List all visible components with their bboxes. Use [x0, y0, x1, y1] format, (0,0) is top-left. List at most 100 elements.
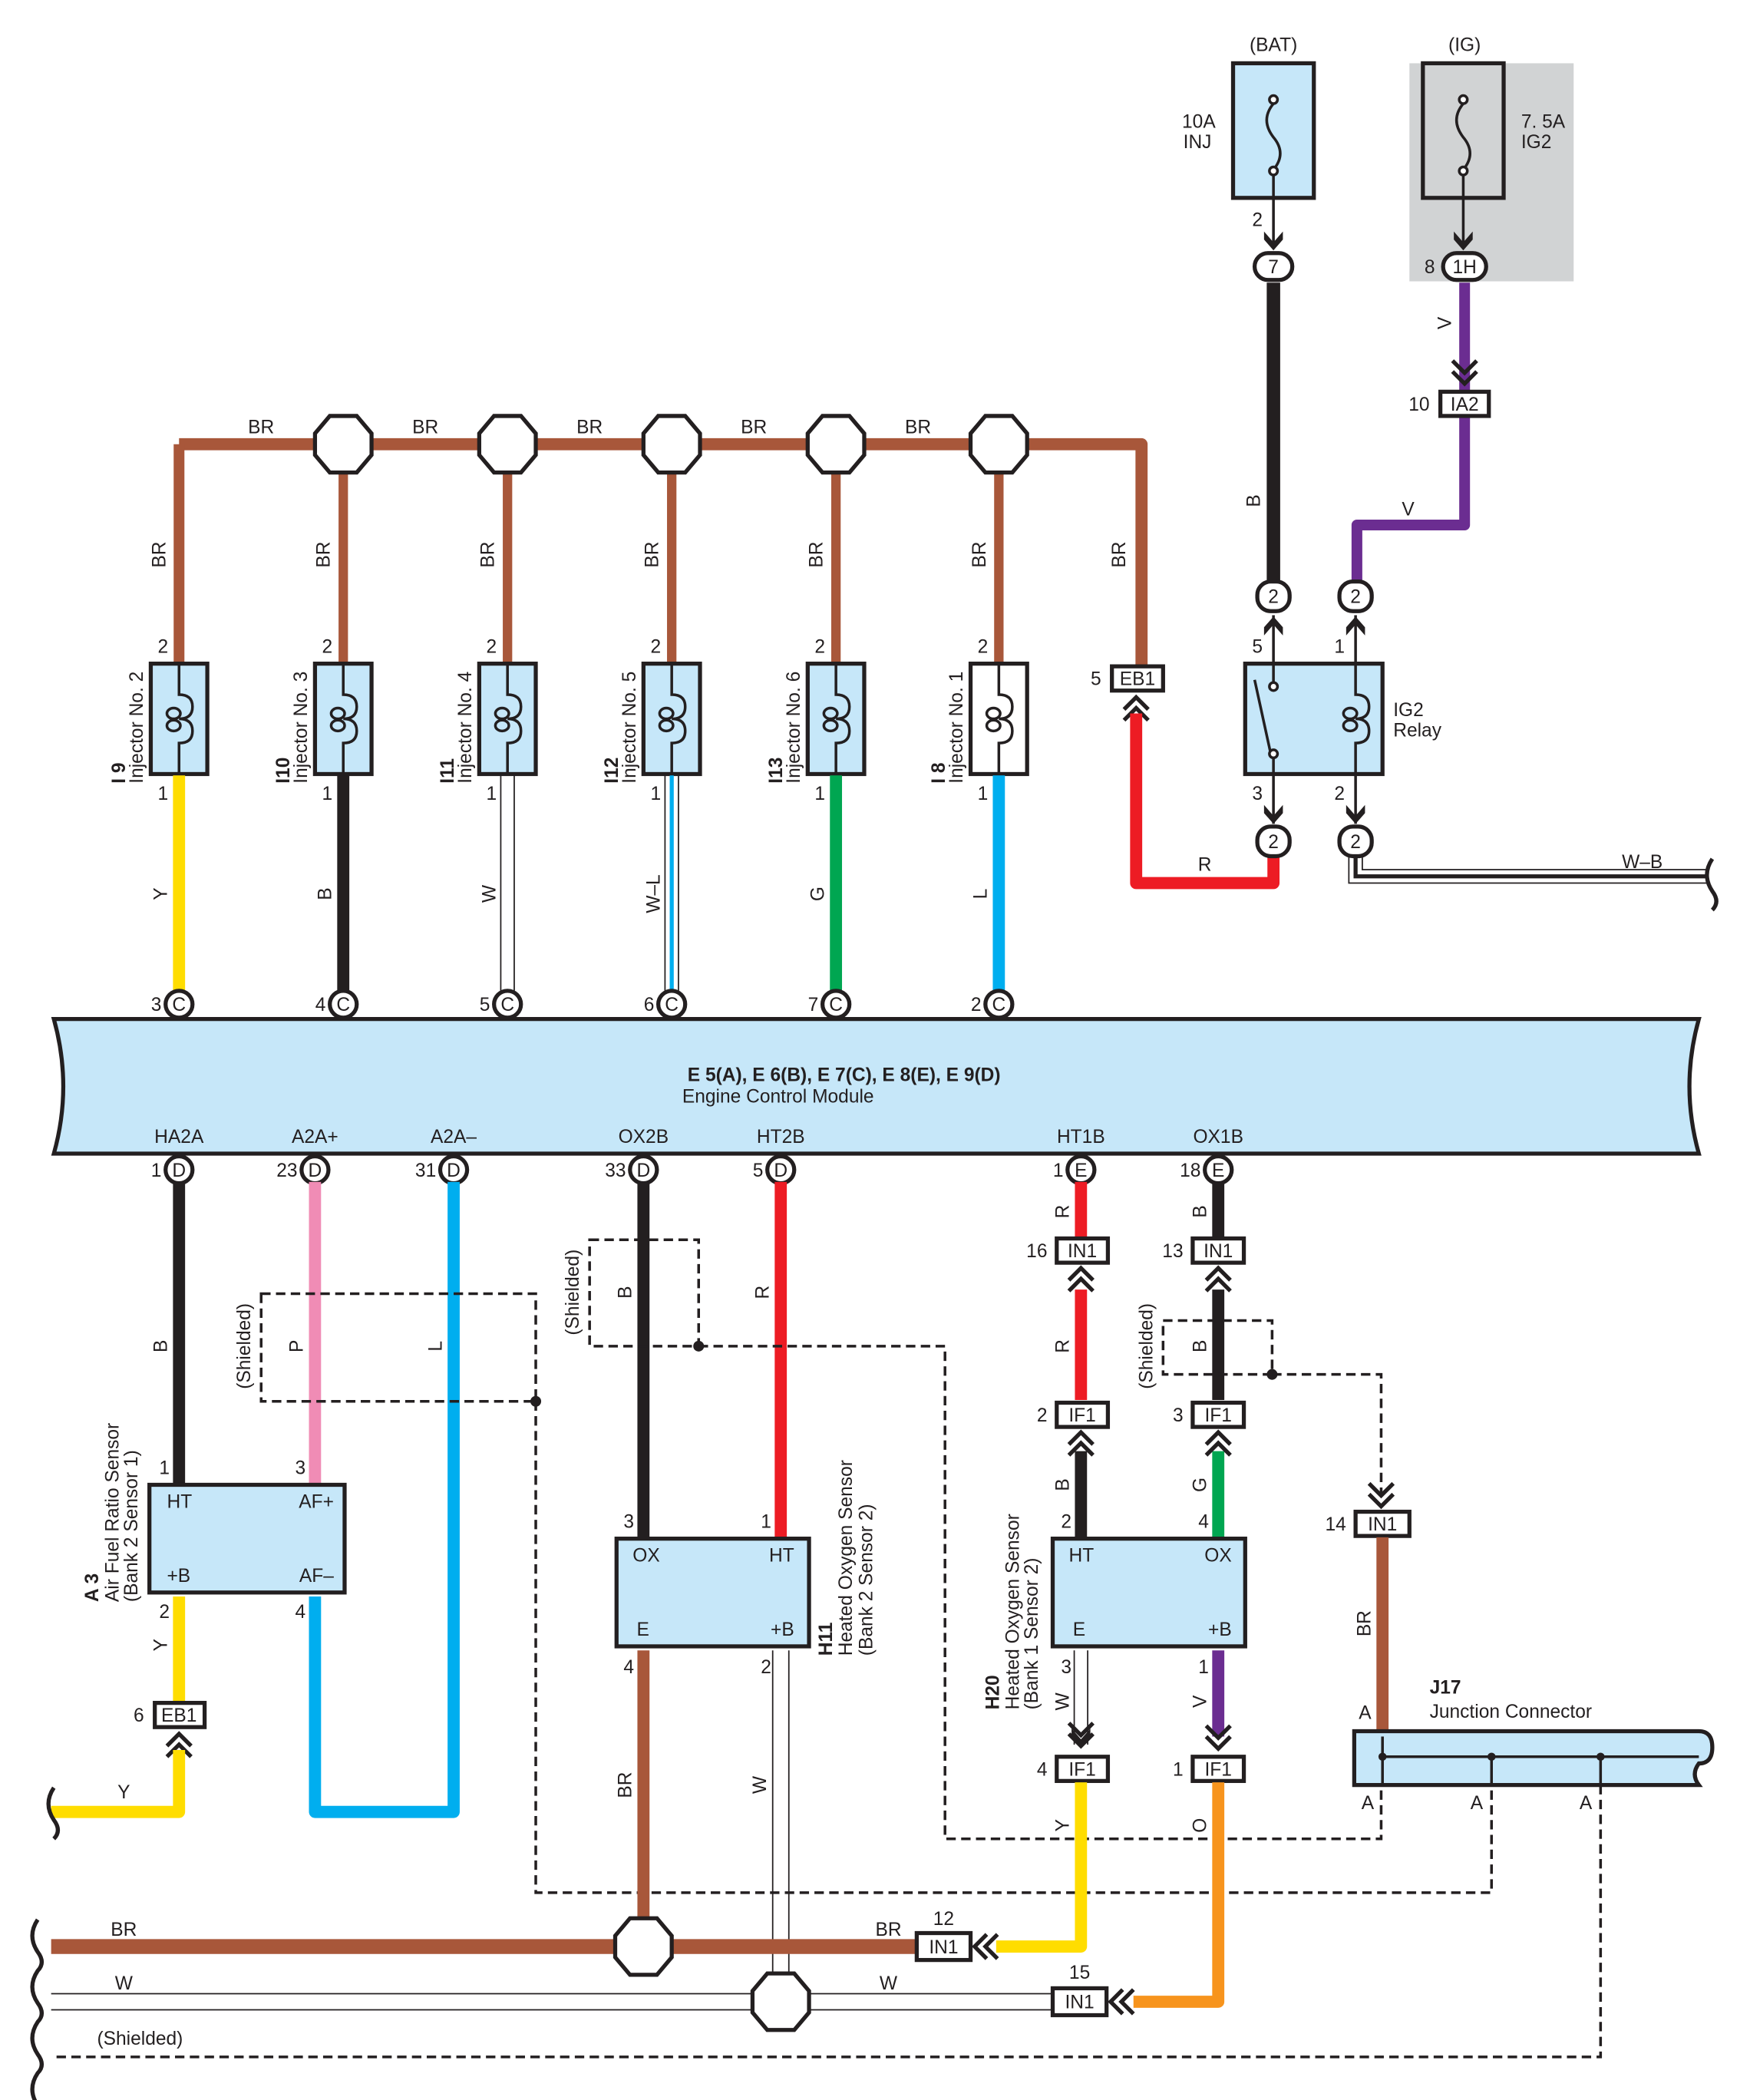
fuse-inj-name: INJ: [1184, 132, 1212, 153]
label-text: Junction Connector: [1430, 1702, 1593, 1722]
shielded-label: (Shielded): [97, 2029, 183, 2049]
label-text: W–L: [643, 874, 664, 913]
label-text: D: [447, 1161, 461, 1181]
label-text: (Bank 2 Sensor 2): [856, 1504, 877, 1656]
label-text: EB1: [161, 1705, 196, 1726]
h20-sensor: HT OX E +B 2 4 3 1 H20 Heated Oxygen Sen…: [982, 1512, 1247, 1709]
label-text: 4: [295, 1602, 305, 1623]
label-text: V: [1190, 1695, 1210, 1708]
label-text: E: [637, 1620, 649, 1640]
label-text: 1: [1198, 1657, 1209, 1678]
h11-sensor: OX HT E +B 3 1 4 2 H11 Heated Oxygen Sen…: [614, 1460, 877, 1678]
splice: [315, 416, 371, 473]
label-text: 18: [1180, 1161, 1200, 1181]
label-text: B: [1190, 1340, 1210, 1352]
label-text: W: [880, 1973, 898, 1994]
splice: [643, 416, 700, 473]
label-text: 2: [978, 637, 989, 658]
label-text: 12: [933, 1909, 954, 1930]
label-text: 2: [487, 637, 497, 658]
label-text: Heated Oxygen Sensor: [1003, 1514, 1024, 1709]
label-text: A 3: [82, 1573, 103, 1602]
fuse-ig2-rating: 7. 5A: [1521, 112, 1566, 133]
label-text: 14: [1326, 1514, 1346, 1535]
label-text: AF–: [299, 1566, 334, 1587]
label-text: BR: [807, 542, 827, 568]
ecm-subtitle: Engine Control Module: [682, 1086, 874, 1107]
label-text: B: [315, 887, 335, 900]
label-text: 1: [1053, 1161, 1064, 1181]
label-text: 1: [761, 1512, 771, 1533]
ecm-terminal-ht2b: HT2B D5: [753, 1127, 805, 1186]
relay-switch-icon: [1253, 679, 1273, 754]
label-text: 6: [644, 995, 655, 1015]
label-text: OX: [1204, 1545, 1231, 1566]
label-text: 3: [1061, 1657, 1071, 1678]
label-text: D: [172, 1161, 186, 1181]
label-text: 1: [322, 784, 333, 804]
label-text: 2: [159, 1602, 170, 1623]
label-text: +B: [167, 1566, 190, 1587]
label-text: Injector No. 1: [946, 672, 967, 784]
label-text: C: [665, 995, 679, 1015]
wire-label: V: [1435, 316, 1456, 329]
relay-conn-bot-right: 2: [1337, 824, 1374, 859]
label-text: IG2: [1393, 700, 1424, 721]
label-text: (Bank 2 Sensor 1): [121, 1450, 142, 1602]
label-text: H20: [982, 1675, 1003, 1709]
label-text: BR: [642, 542, 663, 568]
label-text: C: [829, 995, 843, 1015]
label-text: HT: [769, 1545, 794, 1566]
label-text: 5: [753, 1161, 764, 1181]
label-text: HT1B: [1057, 1127, 1105, 1147]
label-text: A: [1362, 1793, 1375, 1814]
label-text: I10: [273, 758, 294, 784]
label-text: 5: [480, 995, 490, 1015]
label-text: I 8: [929, 762, 949, 783]
connector-1h: 1H 8: [1425, 251, 1488, 282]
label-text: IF1: [1068, 1759, 1095, 1780]
label-text: 8: [1425, 257, 1435, 278]
label-text: OX2B: [619, 1127, 669, 1147]
label-text: 3: [295, 1458, 305, 1478]
label-text: Relay: [1393, 720, 1441, 741]
label-text: R: [1053, 1205, 1074, 1219]
label-text: D: [774, 1161, 788, 1181]
label-text: IA2: [1451, 395, 1479, 415]
label-text: A: [1580, 1793, 1593, 1814]
engine-control-module: E 5(A), E 6(B), E 7(C), E 8(E), E 9(D) E…: [51, 1017, 1702, 1156]
connector-eb1-top: EB1 5: [1091, 664, 1165, 693]
fuse-ig2-name: IG2: [1521, 132, 1552, 153]
fuse-inj-pin: 2: [1252, 210, 1263, 231]
label-text: EB1: [1120, 669, 1155, 690]
label-text: D: [636, 1161, 650, 1181]
a3-sensor: HT AF+ +B AF– 1 3 2 4 A 3 Air Fuel Ratio…: [82, 1423, 347, 1623]
label-text: L: [971, 889, 992, 900]
label-text: 1: [1334, 637, 1345, 658]
label-text: 4: [623, 1657, 634, 1678]
label-text: E: [1073, 1620, 1085, 1640]
label-text: 3: [1173, 1405, 1184, 1426]
splice-br: [616, 1918, 672, 1975]
shielded-label: (Shielded): [234, 1303, 255, 1389]
label-text: HT2B: [757, 1127, 805, 1147]
label-text: W: [1053, 1692, 1074, 1710]
label-text: R: [1053, 1339, 1074, 1353]
label-text: 16: [1026, 1241, 1047, 1262]
fuse-icon: [1265, 102, 1282, 171]
wire-break-icon: [1705, 857, 1719, 912]
ecm-title: E 5(A), E 6(B), E 7(C), E 8(E), E 9(D): [688, 1065, 1001, 1085]
label-text: 33: [605, 1161, 626, 1181]
label-text: 2: [814, 637, 825, 658]
label-text: 1: [814, 784, 825, 804]
splice: [971, 416, 1028, 473]
label-text: +B: [1208, 1620, 1232, 1640]
label-text: Y: [1053, 1819, 1074, 1831]
label-text: A2A+: [292, 1127, 338, 1147]
label-text: 4: [1198, 1512, 1209, 1533]
